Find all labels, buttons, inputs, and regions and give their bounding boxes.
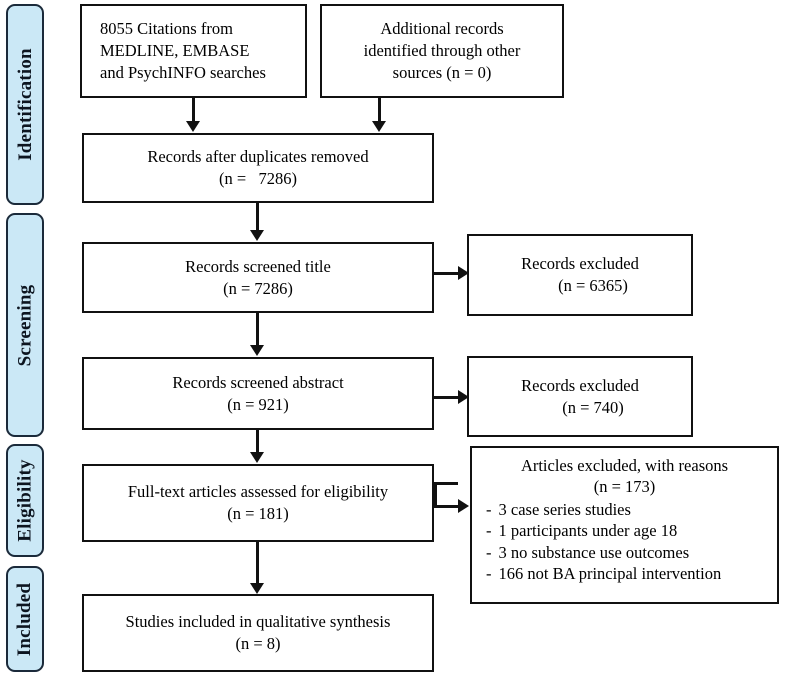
connector-title-to-excluded <box>434 272 460 275</box>
reason-text: 166 not BA principal intervention <box>498 564 722 584</box>
stage-label-screening: Screening <box>14 284 36 366</box>
box-records-excluded-title: Records excluded (n = 6365) <box>467 234 693 316</box>
connector-abstract-to-excluded <box>434 396 460 399</box>
box-excluded-title-line1: Records excluded <box>521 254 639 274</box>
box-full-text-line2: (n = 181) <box>227 504 289 523</box>
reason-text: 3 case series studies <box>498 499 631 519</box>
connector-fulltext-to-reasons <box>434 505 460 508</box>
connector-title-to-abstract <box>256 313 259 346</box>
box-articles-excluded-line1: Articles excluded, with reasons <box>520 456 729 475</box>
box-articles-excluded-line2: (n = 173) <box>593 477 656 497</box>
connector-db-to-duplicates <box>192 98 195 123</box>
box-duplicates-removed-line2: (n = 7286) <box>218 169 298 188</box>
box-records-excluded-abstract: Records excluded (n = 740) <box>467 356 693 437</box>
bullet-marker: - <box>486 521 492 541</box>
box-excluded-abstract-inner: Records excluded (n = 740) <box>521 375 639 419</box>
reason-text: 1 participants under age 18 <box>498 521 678 541</box>
bullet-marker: - <box>486 542 492 562</box>
box-screened-title-line2: (n = 7286) <box>223 278 293 298</box>
arrow-abstract-to-fulltext <box>250 452 264 463</box>
connector-abstract-to-fulltext <box>256 430 259 453</box>
reason-text: 3 no substance use outcomes <box>498 542 690 562</box>
box-duplicates-removed: Records after duplicates removed (n = 72… <box>82 133 434 203</box>
box-identification-database-line3: and PsychINFO searches <box>100 62 266 82</box>
list-item: - 166 not BA principal intervention <box>486 563 767 584</box>
connector-duplicates-to-screened-title <box>256 203 259 231</box>
bullet-marker: - <box>486 564 492 584</box>
box-excluded-abstract-line1: Records excluded <box>521 375 639 395</box>
box-records-screened-title: Records screened title (n = 7286) <box>82 242 434 313</box>
list-item: - 3 no substance use outcomes <box>486 542 767 563</box>
stage-pill-included: Included <box>6 566 44 672</box>
connector-fulltext-to-included <box>256 542 259 584</box>
stage-label-identification: Identification <box>14 48 36 161</box>
box-included-studies-line1: Studies included in qualitative synthesi… <box>125 612 391 632</box>
stage-label-included: Included <box>14 582 36 656</box>
box-studies-included: Studies included in qualitative synthesi… <box>82 594 434 672</box>
arrow-abstract-to-excluded <box>458 390 469 404</box>
box-screened-abstract-line1: Records screened abstract <box>172 372 344 392</box>
box-articles-excluded-with-reasons: Articles excluded, with reasons (n = 173… <box>470 446 779 604</box>
box-identification-database-line1: 8055 Citations from <box>100 19 233 39</box>
box-records-screened-abstract: Records screened abstract (n = 921) <box>82 357 434 430</box>
connector-fulltext-elbow-vertical <box>434 482 437 508</box>
box-excluded-title-inner: Records excluded (n = 6365) <box>521 253 639 297</box>
box-identification-other-sources: Additional records identified through ot… <box>320 4 564 98</box>
box-included-studies-line2: (n = 8) <box>235 634 281 653</box>
list-item: - 3 case series studies <box>486 499 767 520</box>
stage-pill-identification: Identification <box>6 4 44 205</box>
stage-pill-screening: Screening <box>6 213 44 437</box>
box-identification-other-line1: Additional records <box>380 19 504 39</box>
list-item: - 1 participants under age 18 <box>486 520 767 541</box>
arrow-db-to-duplicates <box>186 121 200 132</box>
box-screened-title-line1: Records screened title <box>185 256 331 276</box>
box-full-text-line1: Full-text articles assessed for eligibil… <box>127 482 389 502</box>
stage-label-eligibility: Eligibility <box>14 459 36 542</box>
arrow-fulltext-to-reasons <box>458 499 469 513</box>
box-identification-other-line3: sources (n = 0) <box>392 62 492 82</box>
box-excluded-abstract-line2: (n = 740) <box>562 397 624 417</box>
arrow-other-to-duplicates <box>372 121 386 132</box>
box-screened-abstract-line2: (n = 921) <box>227 394 289 414</box>
connector-fulltext-elbow-top <box>434 482 458 485</box>
box-identification-database-line2: MEDLINE, EMBASE <box>100 41 250 61</box>
box-identification-other-line2: identified through other <box>363 41 521 61</box>
excluded-reasons-list: - 3 case series studies - 1 participants… <box>482 499 767 585</box>
arrow-title-to-abstract <box>250 345 264 356</box>
box-full-text-assessed: Full-text articles assessed for eligibil… <box>82 464 434 542</box>
stage-pill-eligibility: Eligibility <box>6 444 44 557</box>
bullet-marker: - <box>486 499 492 519</box>
arrow-fulltext-to-included <box>250 583 264 594</box>
box-excluded-title-line2: (n = 6365) <box>558 276 628 295</box>
arrow-title-to-excluded <box>458 266 469 280</box>
box-identification-database-records: 8055 Citations from MEDLINE, EMBASE and … <box>80 4 307 98</box>
connector-other-to-duplicates <box>378 98 381 123</box>
box-duplicates-removed-line1: Records after duplicates removed <box>147 147 369 167</box>
arrow-duplicates-to-screened-title <box>250 230 264 241</box>
